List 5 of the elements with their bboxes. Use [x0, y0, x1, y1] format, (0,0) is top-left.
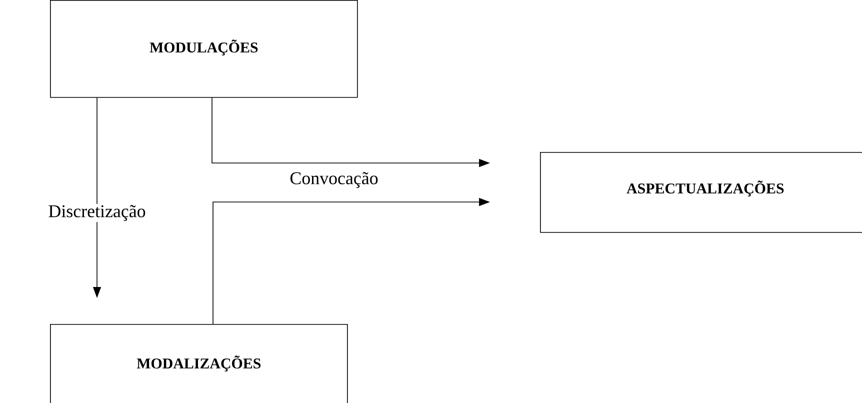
edge-label: Convocação [288, 171, 380, 189]
box: MODALIZAÇÕES [50, 324, 348, 403]
box: ASPECTUALIZAÇÕES [540, 152, 862, 233]
edge-label: Discretização [47, 204, 147, 222]
box: MODULAÇÕES [50, 0, 358, 98]
